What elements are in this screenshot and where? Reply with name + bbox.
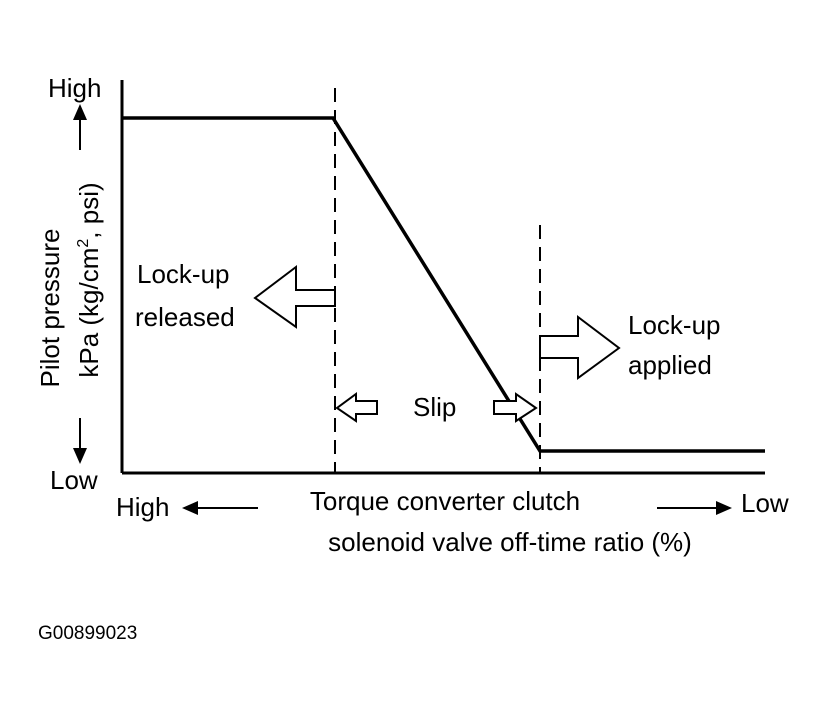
y-axis-title-line2-group: kPa (kg/cm2, psi) [74, 182, 104, 377]
y-axis-low-label: Low [50, 465, 98, 495]
lockup-released-arrow [253, 264, 336, 329]
slip-left-arrow [335, 392, 378, 423]
y-axis-down-arrow [73, 418, 87, 464]
y-axis-title-suffix: , psi) [74, 182, 104, 238]
lockup-applied-arrow [539, 314, 621, 380]
x-axis-right-arrow [657, 501, 732, 515]
lockup-applied-label-line2: applied [628, 350, 712, 380]
y-axis-title-line1: Pilot pressure [35, 229, 65, 388]
x-axis-left-arrow [182, 501, 258, 515]
slip-label: Slip [413, 392, 456, 422]
slip-right-arrow [493, 392, 538, 423]
figure-id: G00899023 [38, 623, 137, 644]
pressure-curve [122, 116, 765, 453]
x-axis-low-label: Low [741, 488, 789, 518]
y-axis-title-unit: kPa (kg/cm [74, 248, 104, 378]
lockup-applied-label-line1: Lock-up [628, 310, 721, 340]
y-axis-title-line2: kPa (kg/cm2, psi) [74, 182, 104, 377]
lockup-released-label-line2: released [135, 302, 235, 332]
y-axis-up-arrow [73, 104, 87, 150]
x-axis-title-line1: Torque converter clutch [310, 486, 580, 516]
y-axis-title-line1-group: Pilot pressure [35, 229, 65, 388]
x-axis-title-line2: solenoid valve off-time ratio (%) [328, 527, 692, 557]
lockup-released-label-line1: Lock-up [137, 259, 230, 289]
x-axis-high-label: High [116, 492, 169, 522]
y-axis-high-label: High [48, 73, 101, 103]
y-axis-title-superscript: 2 [75, 239, 92, 248]
